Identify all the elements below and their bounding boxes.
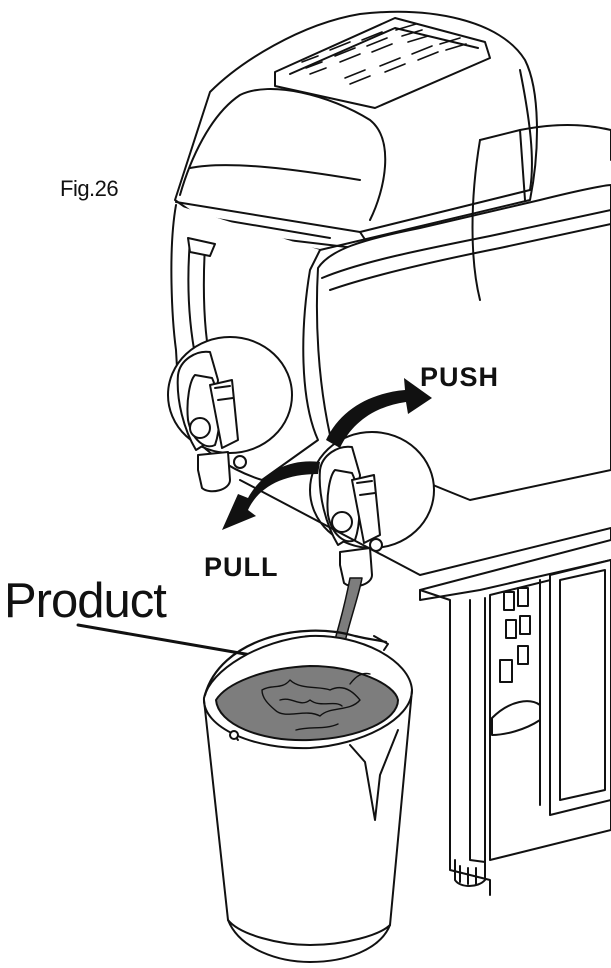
lid-vent-grille	[301, 23, 467, 85]
figure-caption: Fig.26	[60, 176, 119, 201]
push-label: PUSH	[420, 362, 500, 392]
machine-lid	[174, 10, 538, 251]
right-faucet-handle	[326, 469, 383, 588]
product-label: Product	[4, 574, 167, 628]
right-bowl	[315, 124, 611, 501]
push-arrow	[326, 378, 432, 448]
control-switch-panel	[491, 587, 541, 736]
pull-label: PULL	[204, 552, 279, 582]
pull-arrow	[222, 461, 320, 530]
left-faucet-handle	[186, 374, 247, 493]
bucket	[202, 629, 413, 963]
machine-base-cabinet	[239, 479, 611, 896]
